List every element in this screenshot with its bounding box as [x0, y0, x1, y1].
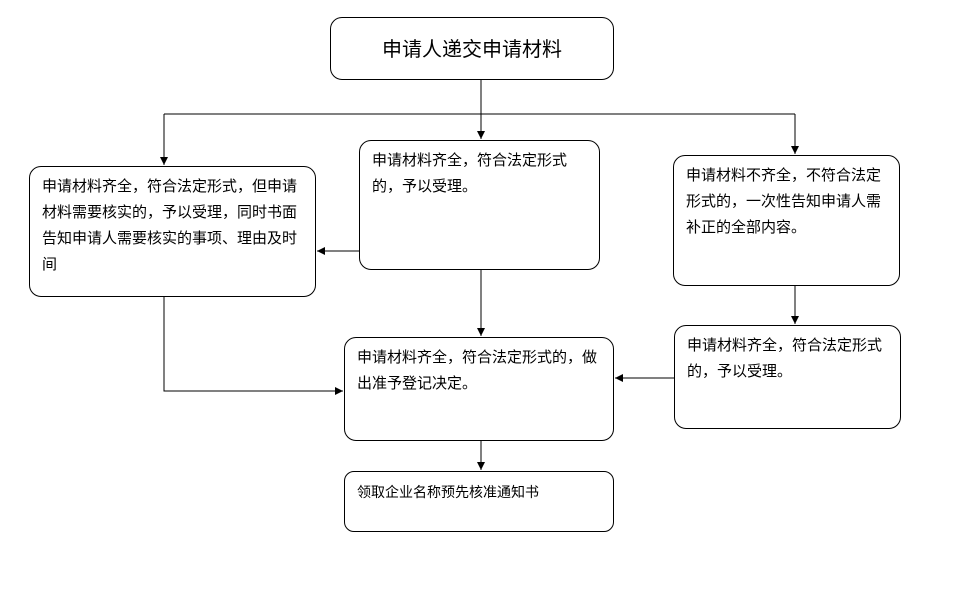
node-accept-complete: 申请材料齐全，符合法定形式的，予以受理。 — [359, 140, 600, 270]
node-accept-complete-label: 申请材料齐全，符合法定形式的，予以受理。 — [372, 151, 568, 195]
node-submit-application: 申请人递交申请材料 — [330, 17, 614, 80]
connector-left-to-center — [163, 297, 343, 395]
node-accept-pending-verification: 申请材料齐全，符合法定形式，但申请材料需要核实的，予以受理，同时书面告知申请人需… — [29, 166, 316, 297]
node-receive-notice-label: 领取企业名称预先核准通知书 — [357, 485, 539, 501]
node-accept-after-correction-label: 申请材料齐全，符合法定形式的，予以受理。 — [687, 336, 883, 380]
node-accept-pending-verification-label: 申请材料齐全，符合法定形式，但申请材料需要核实的，予以受理，同时书面告知申请人需… — [42, 177, 298, 273]
node-submit-application-label: 申请人递交申请材料 — [382, 36, 562, 61]
node-incomplete-notify-label: 申请材料不齐全，不符合法定形式的，一次性告知申请人需补正的全部内容。 — [686, 166, 882, 236]
node-accept-after-correction: 申请材料齐全，符合法定形式的，予以受理。 — [674, 325, 901, 429]
node-approve-registration-label: 申请材料齐全，符合法定形式的，做出准予登记决定。 — [357, 348, 598, 392]
node-receive-notice: 领取企业名称预先核准通知书 — [344, 471, 614, 532]
node-approve-registration: 申请材料齐全，符合法定形式的，做出准予登记决定。 — [344, 337, 614, 441]
node-incomplete-notify: 申请材料不齐全，不符合法定形式的，一次性告知申请人需补正的全部内容。 — [673, 155, 900, 286]
